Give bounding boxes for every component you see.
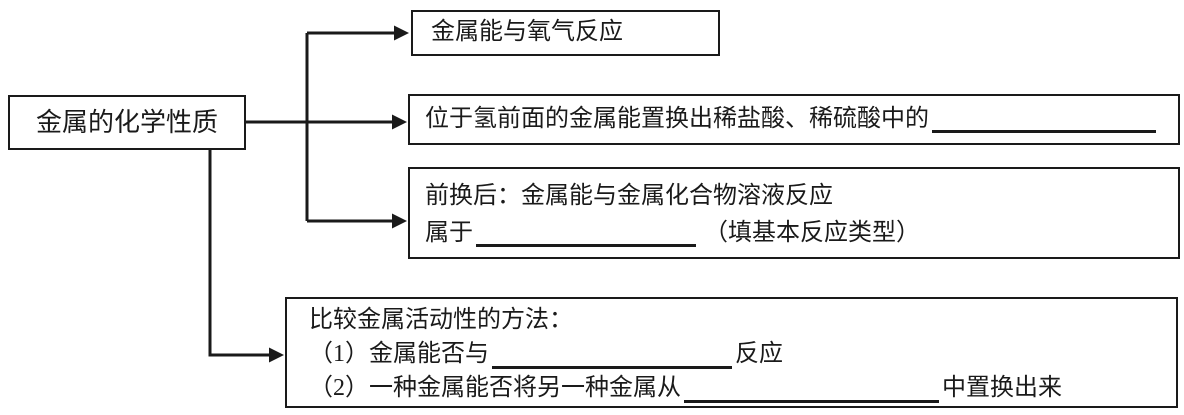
fill-in-blank-acid: [932, 130, 1156, 133]
arrowhead-icon: [394, 25, 409, 41]
root-box-label: 金属的化学性质: [35, 107, 218, 137]
fill-in-blank-item2: [684, 399, 939, 403]
activity-box-item2-row: （2）一种金属能否将另一种金属从 中置换出来: [309, 372, 1176, 406]
connector-arrow-activity: [208, 150, 284, 363]
solution-box-line2-row: 属于 （填基本反应类型）: [425, 215, 1178, 252]
oxygen-box-text: 金属能与氧气反应: [431, 19, 623, 46]
acid-box-text: 位于氢前面的金属能置换出稀盐酸、稀硫酸中的: [425, 105, 929, 132]
arrowhead-icon: [269, 347, 284, 363]
connector-arrow-oxygen: [307, 25, 409, 41]
branch-box-acid-displacement: 位于氢前面的金属能置换出稀盐酸、稀硫酸中的: [408, 94, 1180, 145]
connector-arrow-solution: [307, 213, 407, 229]
fill-in-blank-reaction-type: [476, 244, 696, 247]
root-box-metal-chemical-properties: 金属的化学性质: [8, 95, 246, 150]
branch-box-solution-reaction: 前换后：金属能与金属化合物溶液反应 属于 （填基本反应类型）: [408, 167, 1180, 259]
activity-box-title: 比较金属活动性的方法：: [309, 307, 573, 334]
arrowhead-icon: [392, 213, 407, 229]
activity-item2-before: （2）一种金属能否将另一种金属从: [309, 375, 681, 402]
arrowhead-icon: [392, 114, 407, 130]
solution-box-line2-after: （填基本反应类型）: [704, 219, 920, 246]
activity-item1-after: 反应: [735, 341, 783, 368]
solution-box-line1-row: 前换后：金属能与金属化合物溶液反应: [425, 178, 1178, 215]
branch-box-oxygen-reaction: 金属能与氧气反应: [411, 10, 720, 56]
activity-box-item1-row: （1）金属能否与 反应: [309, 338, 1176, 372]
solution-box-line1: 前换后：金属能与金属化合物溶液反应: [425, 182, 833, 209]
connector-arrow-acid: [392, 114, 407, 130]
branch-box-activity-comparison: 比较金属活动性的方法： （1）金属能否与 反应 （2）一种金属能否将另一种金属从…: [285, 297, 1178, 408]
activity-item2-after: 中置换出来: [942, 375, 1062, 402]
fill-in-blank-item1: [492, 365, 732, 369]
activity-item1-before: （1）金属能否与: [309, 341, 489, 368]
solution-box-line2-before: 属于: [425, 219, 473, 246]
connector-root-to-spine: [246, 33, 396, 221]
activity-box-title-row: 比较金属活动性的方法：: [309, 304, 1176, 338]
